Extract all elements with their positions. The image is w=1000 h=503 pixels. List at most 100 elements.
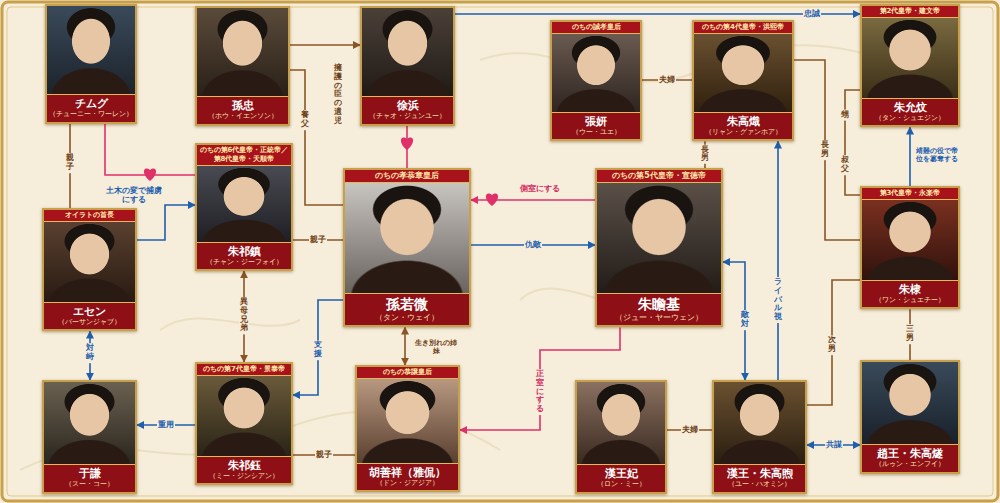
portrait (694, 34, 792, 112)
name-plate: 胡善祥（雅侃）（ドン・ジアジア） (357, 463, 458, 491)
actor-name: （ホウ・イエンソン） (198, 112, 287, 120)
character-card: 趙王・朱高燧（ルゥン・エンフイ） (860, 360, 960, 474)
portrait (47, 6, 135, 94)
actor-name: （ワン・シュエチー） (863, 296, 957, 304)
relation-label: 土木の変で捕虜にする (105, 185, 163, 205)
relation-label: 次男 (827, 335, 837, 355)
frame-inner (7, 7, 993, 496)
character-card: 漢王・朱高煦（ユー・ハオミン） (712, 380, 807, 494)
character-name: 張妍 (553, 115, 639, 128)
relation-label: 長男 (700, 145, 710, 164)
relation-label: 夫婦 (681, 424, 699, 435)
portrait (552, 34, 640, 112)
relation-label: 夫婦 (658, 74, 676, 85)
relation-line (290, 44, 360, 46)
portrait (362, 8, 453, 96)
actor-name: （ウー・ユエ） (553, 128, 639, 136)
character-name: 朱允炆 (863, 101, 957, 114)
relation-label: ライバル視 (773, 277, 783, 323)
title-band: のちの第5代皇帝・宣徳帝 (597, 170, 721, 183)
heart-symbol (144, 168, 156, 181)
actor-name: （タン・ウェイ） (346, 313, 468, 323)
relation-line (845, 90, 860, 195)
name-plate: 趙王・朱高燧（ルゥン・エンフイ） (862, 444, 958, 472)
name-plate: 朱瞻基（ジュー・ヤーウェン） (597, 293, 721, 325)
portrait (862, 200, 958, 280)
name-plate: チムグ（チューニー・ワーレン） (47, 94, 135, 122)
title-band: のちの恭譲皇后 (357, 367, 458, 379)
character-card: 徐浜（チャオ・ジュンユー） (360, 6, 455, 126)
portrait (345, 183, 469, 293)
character-name: 朱棣 (863, 283, 957, 296)
relation-label: 重用 (157, 419, 175, 430)
name-plate: 漢王妃（ロン・ミー） (577, 464, 665, 492)
name-plate: 張妍（ウー・ユエ） (552, 112, 640, 140)
character-card: のちの第7代皇帝・景泰帝朱祁鈺（ミー・ジンシアン） (195, 362, 293, 485)
title-band: 第2代皇帝・建文帝 (862, 6, 958, 18)
actor-name: （チャオ・ジュンユー） (363, 112, 452, 120)
relation-label: 擁護の臣の遺児 (333, 63, 343, 127)
actor-name: （ロン・ミー） (578, 480, 664, 488)
name-plate: 孫忠（ホウ・イエンソン） (197, 96, 288, 124)
actor-name: （ユー・ハオミン） (715, 480, 804, 488)
character-name: 朱高熾 (695, 115, 791, 128)
character-name: 趙王・朱高燧 (863, 447, 957, 460)
actor-name: （ルゥン・エンフイ） (863, 460, 957, 468)
swirl (160, 318, 300, 330)
portrait (862, 18, 958, 98)
portrait (197, 8, 288, 96)
relation-line (794, 60, 860, 240)
title-band: のちの第7代皇帝・景泰帝 (197, 364, 291, 376)
title-band: のちの第6代皇帝・正統帝／第8代皇帝・天順帝 (197, 145, 291, 166)
name-plate: 漢王・朱高煦（ユー・ハオミン） (714, 464, 805, 492)
relation-label: 親子 (65, 153, 75, 173)
character-name: 朱瞻基 (598, 296, 720, 313)
heart-symbol (401, 137, 413, 150)
relation-label: 側室にする (519, 183, 561, 194)
actor-name: （チューニー・ワーレン） (48, 110, 134, 118)
name-plate: 于謙（スー・コー） (44, 464, 135, 492)
relation-line (909, 127, 911, 186)
portrait (357, 379, 458, 463)
character-name: 徐浜 (363, 99, 452, 112)
name-plate: 朱祁鎮（チャン・ジーフォイ） (197, 242, 291, 270)
character-card: のちの誠孝皇后張妍（ウー・ユエ） (550, 20, 642, 141)
actor-name: （スー・コー） (45, 480, 134, 488)
character-card: 第2代皇帝・建文帝朱允炆（タン・シュエジン） (860, 4, 960, 127)
title-band: のちの誠孝皇后 (552, 22, 640, 34)
name-plate: 孫若微（タン・ウェイ） (345, 293, 469, 325)
character-card: 漢王妃（ロン・ミー） (575, 380, 667, 494)
portrait (577, 382, 665, 464)
relation-label: 叔父 (840, 155, 850, 175)
relation-line (137, 205, 195, 240)
character-card: のちの第4代皇帝・洪熙帝朱高熾（リャン・グァンホア） (692, 20, 794, 141)
character-card: 第3代皇帝・永楽帝朱棣（ワン・シュエチー） (860, 186, 960, 309)
character-name: 朱祁鈺 (198, 459, 290, 472)
portrait (44, 222, 135, 302)
heart-symbol (486, 193, 498, 206)
relation-label: 長男 (820, 140, 830, 160)
relation-line (293, 300, 343, 395)
relation-label: 正室にする (535, 369, 545, 415)
character-card: のちの孝恭章皇后孫若微（タン・ウェイ） (343, 168, 471, 327)
relation-label: 対峙 (85, 343, 95, 363)
portrait (197, 166, 291, 242)
title-band: 第3代皇帝・永楽帝 (862, 188, 958, 200)
character-card: チムグ（チューニー・ワーレン） (45, 4, 137, 124)
relation-line (105, 124, 195, 175)
character-name: 胡善祥（雅侃） (358, 466, 457, 479)
relation-label: 生き別れの姉妹 (412, 338, 460, 356)
relation-label: 親子 (309, 234, 327, 245)
name-plate: 朱高熾（リャン・グァンホア） (694, 112, 792, 140)
relation-line (807, 280, 860, 405)
name-plate: 徐浜（チャオ・ジュンユー） (362, 96, 453, 124)
name-plate: 朱允炆（タン・シュエジン） (862, 98, 958, 126)
character-name: チムグ (48, 97, 134, 110)
character-name: 漢王・朱高煦 (715, 467, 804, 480)
relation-label: 三男 (905, 324, 915, 344)
relation-line (455, 13, 860, 15)
character-card: 于謙（スー・コー） (42, 380, 137, 494)
